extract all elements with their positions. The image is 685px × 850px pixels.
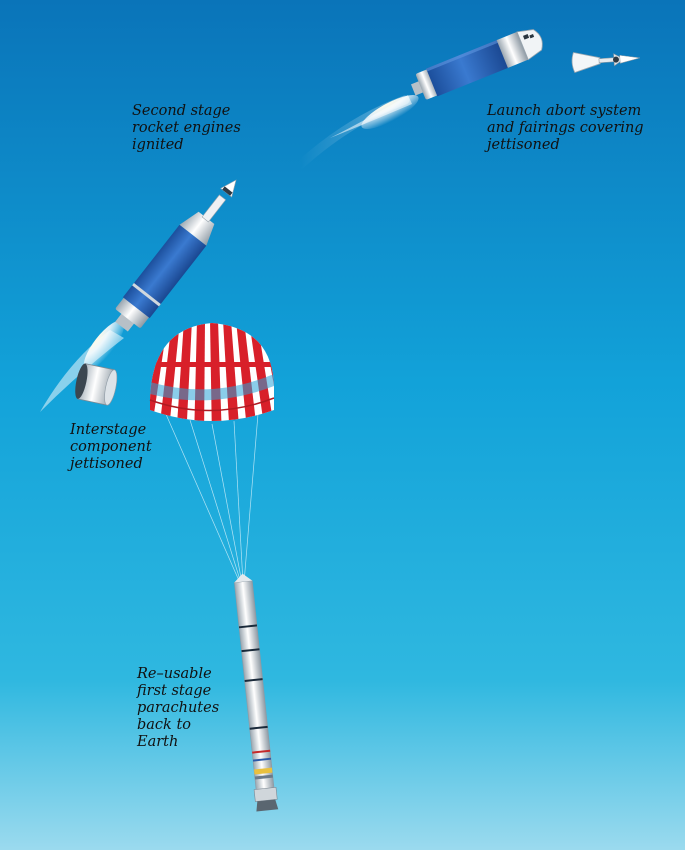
caption-line: jettisoned [487,137,560,153]
caption-line: jettisoned [70,456,143,472]
caption-line: Re–usable [137,666,212,682]
caption-line: Second stage [132,103,231,119]
upper-rocket-capsule [516,29,543,61]
middle-rocket-group [40,179,237,412]
upper-rocket-group [330,29,640,138]
abort-tower-fairing [571,52,601,73]
caption-interstage: Interstage component jettisoned [70,422,152,473]
caption-line: Earth [137,734,179,750]
booster-nozzle-section [253,786,278,802]
caption-line: back to [137,717,191,733]
middle-rocket-adapter [179,211,215,246]
middle-rocket-abort-tower [201,194,227,223]
middle-rocket-aft-skirt [115,297,150,328]
caption-second-stage: Second stage rocket engines ignited [132,103,241,154]
interstage-component [75,363,118,406]
caption-line: and fairings covering [487,120,644,136]
upper-rocket [410,29,543,100]
upper-rocket-aft-skirt [416,69,439,100]
caption-abort-system: Launch abort system and fairings coverin… [487,103,644,154]
abort-tower [571,52,640,73]
caption-first-stage: Re–usable first stage parachutes back to… [137,666,219,751]
first-stage-booster [234,573,279,812]
caption-line: first stage [137,683,212,699]
upper-rocket-body [426,39,510,97]
caption-line: component [70,439,152,455]
middle-rocket [115,179,237,332]
parachute-shroud-lines [164,411,259,584]
middle-rocket-nozzle [115,312,136,332]
caption-line: ignited [132,137,184,153]
caption-line: Launch abort system [487,103,642,119]
caption-line: Interstage [70,422,147,438]
middle-engine-glow [83,320,125,370]
caption-line: rocket engines [132,120,241,136]
first-stage-group [149,323,279,812]
upper-engine-glow [361,95,419,129]
middle-rocket-body [122,224,207,319]
caption-line: parachutes [137,700,220,716]
